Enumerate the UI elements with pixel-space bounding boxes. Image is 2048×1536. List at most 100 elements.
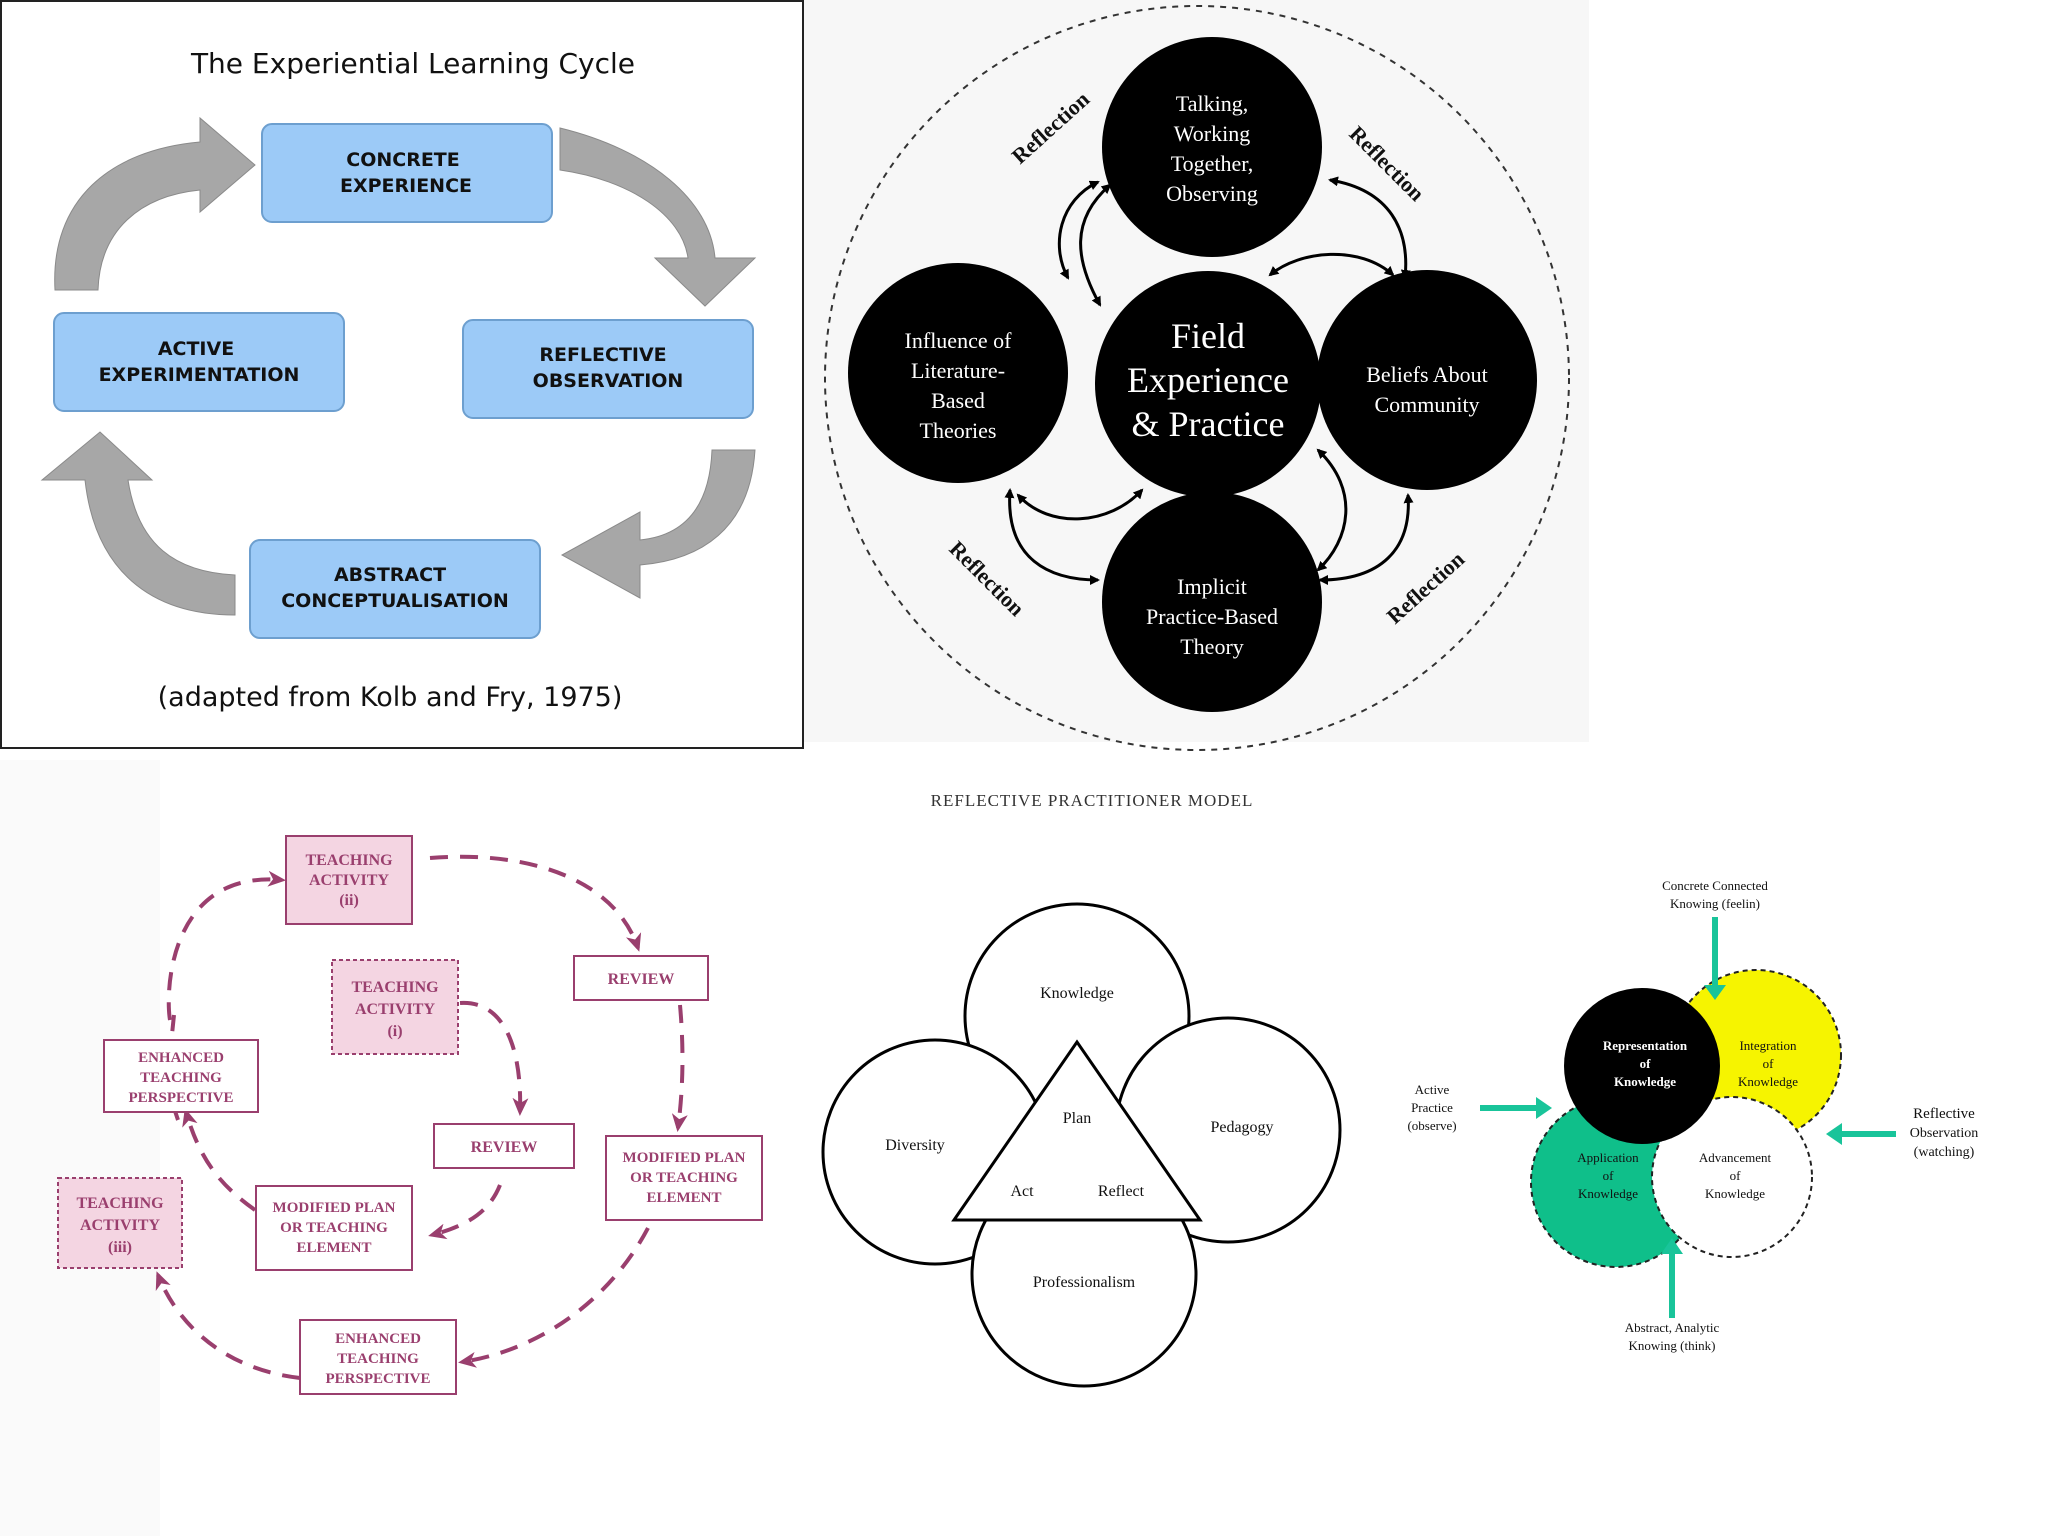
pedagogy-label: Pedagogy: [1210, 1119, 1273, 1136]
right-label-line-3: (watching): [1914, 1145, 1975, 1160]
field-dashed-boundary: [824, 5, 1570, 751]
activity-ii-line-2: ACTIVITY: [309, 872, 389, 889]
right-line-1: Beliefs About: [1366, 362, 1488, 387]
knowing-panel: Concrete Connected Knowing (feelin) Acti…: [1407, 878, 1978, 1353]
active-line-1: ACTIVE: [158, 338, 234, 360]
knowing-circles: [1530, 969, 1842, 1268]
application-line-1: Application: [1577, 1150, 1639, 1165]
top-line-1: Talking,: [1176, 91, 1248, 116]
arrow-top-shaft: [1712, 917, 1718, 989]
reflective-line-2: OBSERVATION: [533, 370, 684, 392]
modified-right-line-3: ELEMENT: [646, 1190, 721, 1206]
teaching-activity-i-box: TEACHING ACTIVITY (i): [331, 959, 459, 1055]
practitioner-title: REFLECTIVE PRACTITIONER MODEL: [931, 791, 1254, 810]
application-line-3: Knowledge: [1578, 1186, 1638, 1201]
reflect-label: Reflect: [1098, 1183, 1145, 1200]
act-label: Act: [1010, 1183, 1034, 1200]
kolb-cycle-arrows: [40, 116, 757, 616]
abstract-line-2: CONCEPTUALISATION: [281, 590, 509, 612]
application-line-2: of: [1603, 1168, 1615, 1183]
field-experience-panel: Field Experience & Practice Talking, Wor…: [804, 0, 1589, 751]
arrow-bottom-shaft: [1669, 1250, 1675, 1318]
arrow-left-head: [1536, 1097, 1552, 1119]
integration-circle: [1670, 969, 1842, 1141]
representation-circle: [1564, 988, 1720, 1144]
enhanced-perspective-bottom-box: ENHANCED TEACHING PERSPECTIVE: [299, 1319, 457, 1395]
activity-ii-line-3: (ii): [339, 892, 359, 909]
modified-inner-line-3: ELEMENT: [296, 1240, 371, 1256]
right-label-line-1: Reflective: [1913, 1106, 1975, 1122]
center-line-1: Field: [1171, 316, 1245, 356]
field-top-circle: Talking, Working Together, Observing: [1102, 37, 1322, 257]
integration-line-3: Knowledge: [1738, 1074, 1798, 1089]
teaching-cycle-panel: TEACHING ACTIVITY (ii) TEACHING ACTIVITY…: [0, 760, 763, 1536]
left-label-line-3: (observe): [1407, 1118, 1456, 1133]
activity-ii-line-1: TEACHING: [305, 852, 393, 869]
active-experimentation-box: ACTIVE EXPERIMENTATION: [53, 312, 345, 412]
enhanced-bottom-line-1: ENHANCED: [335, 1331, 421, 1347]
reflective-practitioner-panel: REFLECTIVE PRACTITIONER MODEL Knowledge …: [821, 791, 1342, 1388]
modified-right-line-1: MODIFIED PLAN: [623, 1150, 746, 1166]
diversity-label: Diversity: [885, 1137, 945, 1154]
top-line-3: Together,: [1171, 151, 1254, 176]
top-line-2: Working: [1174, 121, 1250, 146]
activity-i-line-2: ACTIVITY: [355, 1001, 435, 1018]
concrete-experience-box: CONCRETE EXPERIENCE: [261, 123, 553, 223]
right-line-2: Community: [1374, 392, 1479, 417]
left-line-3: Based: [931, 388, 985, 413]
modified-plan-inner-box: MODIFIED PLAN OR TEACHING ELEMENT: [255, 1185, 413, 1271]
arrow-right-shaft: [1838, 1131, 1896, 1137]
arrow-to-active: [40, 431, 236, 616]
arrow-to-concrete: [54, 116, 256, 291]
teaching-activity-ii-box: TEACHING ACTIVITY (ii): [285, 835, 413, 925]
bottom-label-line-2: Knowing (think): [1628, 1338, 1715, 1353]
right-label-line-2: Observation: [1910, 1126, 1978, 1141]
enhanced-left-line-3: PERSPECTIVE: [128, 1090, 233, 1106]
center-line-2: Experience: [1127, 360, 1289, 400]
left-line-2: Literature-: [911, 358, 1005, 383]
concrete-line-1: CONCRETE: [346, 149, 460, 171]
arrow-top-head: [1704, 985, 1726, 1000]
kolb-cycle-panel: The Experiential Learning Cycle CONCRETE…: [0, 0, 804, 749]
enhanced-perspective-left-box: ENHANCED TEACHING PERSPECTIVE: [103, 1039, 259, 1113]
reflection-arrows: [1004, 176, 1414, 585]
arrow-right-head: [1826, 1123, 1842, 1145]
bottom-line-1: Implicit: [1177, 574, 1247, 599]
reflective-observation-box: REFLECTIVE OBSERVATION: [462, 319, 754, 419]
integration-line-2: of: [1763, 1056, 1775, 1071]
field-center-circle: Field Experience & Practice: [1095, 271, 1321, 497]
activity-iii-line-1: TEACHING: [76, 1195, 164, 1212]
integration-line-1: Integration: [1739, 1038, 1797, 1053]
plan-act-reflect-triangle: [951, 1039, 1203, 1222]
enhanced-bottom-line-2: TEACHING: [337, 1351, 419, 1367]
arrow-to-reflective: [559, 127, 757, 307]
teaching-dashed-arrows: [155, 854, 688, 1380]
bottom-line-3: Theory: [1180, 634, 1244, 659]
left-label-line-1: Active: [1415, 1082, 1450, 1097]
reflective-line-1: REFLECTIVE: [539, 344, 666, 366]
kolb-title: The Experiential Learning Cycle: [190, 47, 635, 80]
activity-i-line-3: (i): [387, 1023, 402, 1040]
advancement-line-3: Knowledge: [1705, 1186, 1765, 1201]
bottom-line-2: Practice-Based: [1146, 604, 1278, 629]
top-label-line-1: Concrete Connected: [1662, 878, 1768, 893]
enhanced-bottom-line-3: PERSPECTIVE: [325, 1371, 430, 1387]
arrow-bottom-head: [1661, 1238, 1683, 1254]
review-inner-box: REVIEW: [433, 1123, 575, 1169]
teaching-activity-iii-box: TEACHING ACTIVITY (iii): [57, 1177, 183, 1269]
review-outer-label: REVIEW: [608, 971, 675, 988]
field-left-circle: Influence of Literature- Based Theories: [848, 263, 1068, 483]
arrow-to-abstract: [560, 449, 756, 599]
top-line-4: Observing: [1166, 181, 1258, 206]
active-line-2: EXPERIMENTATION: [99, 364, 300, 386]
modified-inner-line-1: MODIFIED PLAN: [273, 1200, 396, 1216]
abstract-line-1: ABSTRACT: [334, 564, 446, 586]
bottom-label-line-1: Abstract, Analytic: [1625, 1320, 1720, 1335]
advancement-line-1: Advancement: [1699, 1150, 1772, 1165]
activity-i-line-1: TEACHING: [351, 979, 439, 996]
review-outer-box: REVIEW: [573, 955, 709, 1001]
activity-iii-line-3: (iii): [108, 1239, 132, 1256]
representation-line-3: Knowledge: [1614, 1074, 1676, 1089]
arrow-left-shaft: [1480, 1105, 1540, 1111]
enhanced-left-line-2: TEACHING: [140, 1070, 222, 1086]
